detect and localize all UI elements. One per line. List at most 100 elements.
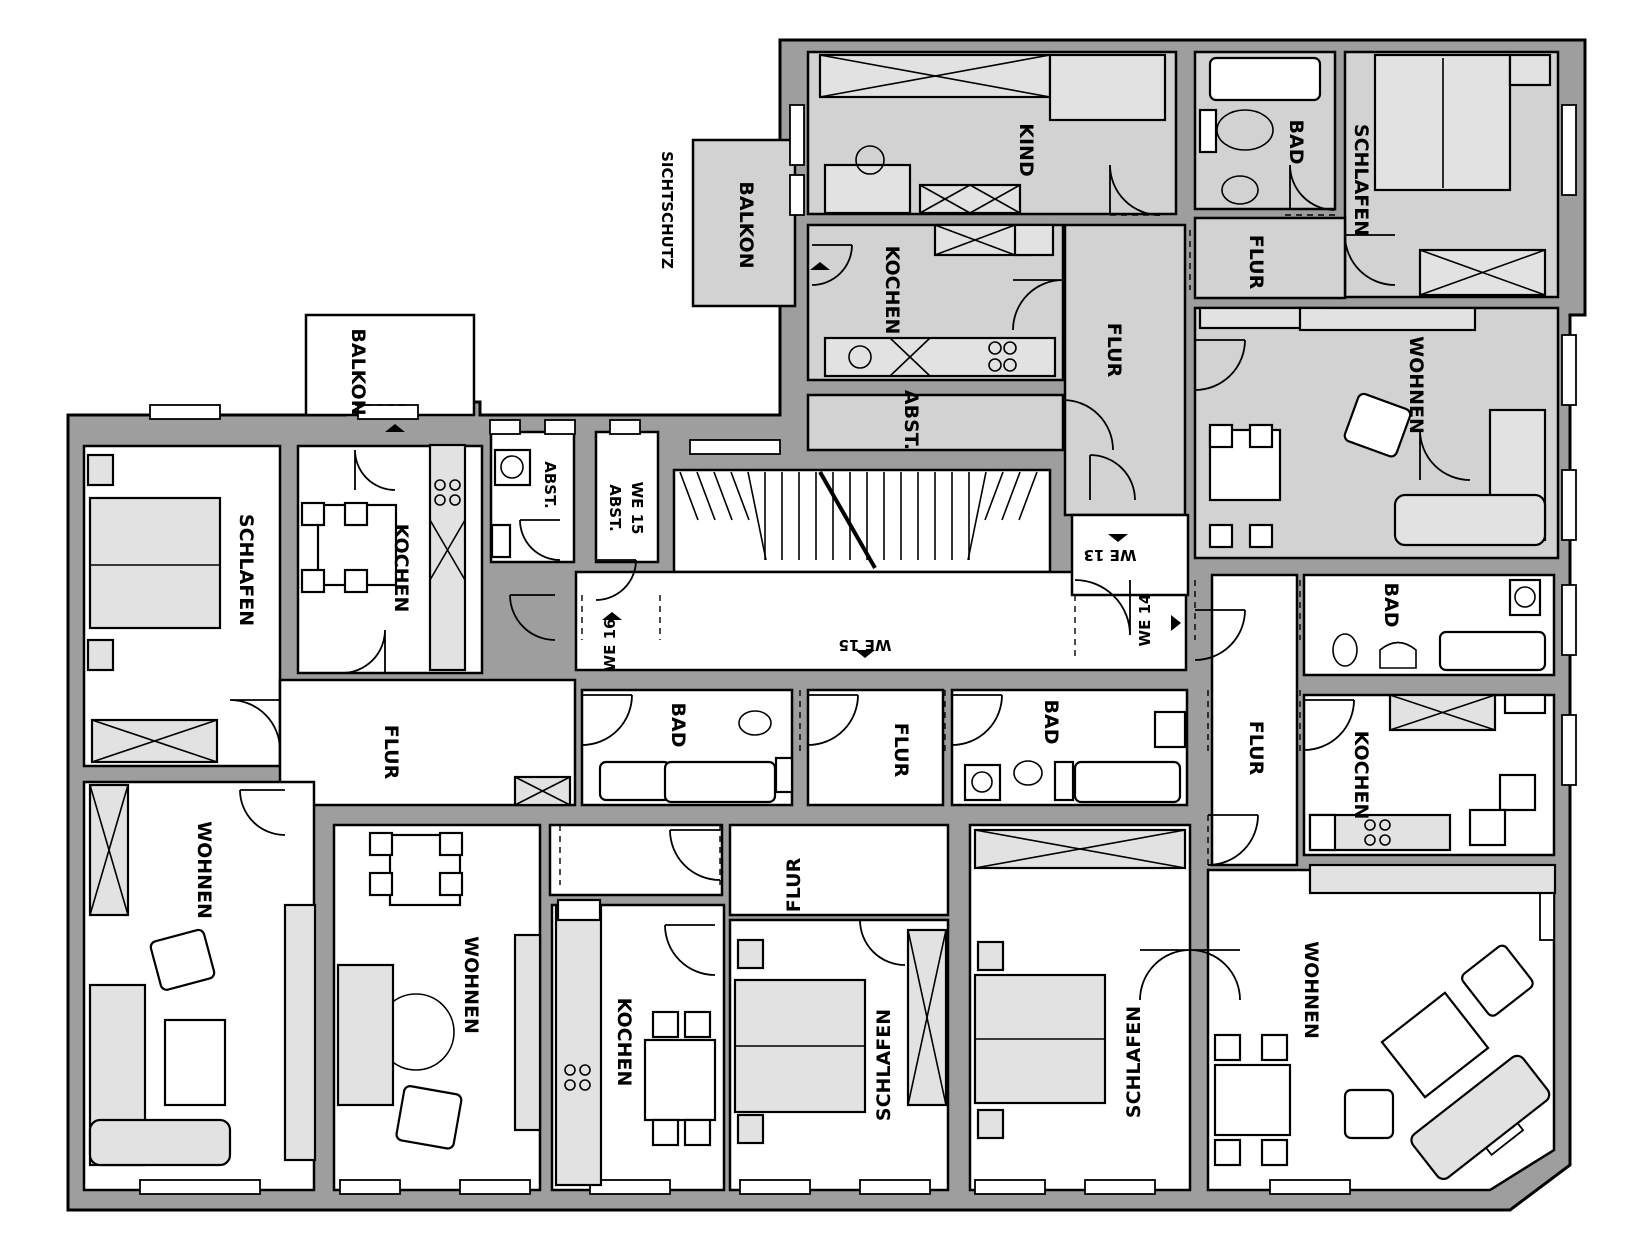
label-kochen-left: KOCHEN xyxy=(390,524,412,613)
schlafen-left-nightstand-1 xyxy=(86,453,115,487)
kind-bed xyxy=(1048,53,1167,122)
label-abst-upper: ABST. xyxy=(900,390,922,450)
stair-step xyxy=(984,471,1004,521)
bad-cl-sv-box xyxy=(774,756,794,794)
bad-cl-tub xyxy=(663,760,777,804)
kochen-left-counter xyxy=(428,443,467,672)
label-abst-we15-2: WE 15 xyxy=(628,482,646,535)
bad-top-bathtub xyxy=(1208,56,1322,102)
room-flur-top-center xyxy=(1063,223,1187,517)
label-sichtschutz: SICHTSCHUTZ xyxy=(658,151,676,269)
bad-cr-tub xyxy=(1073,760,1182,804)
wohnen-lr-shelf xyxy=(1308,863,1557,895)
label-abst-left: ABST. xyxy=(541,461,559,509)
room-abst-upper xyxy=(806,393,1065,452)
stair-step xyxy=(967,471,987,561)
wohnen-ru-armchair xyxy=(1343,392,1412,458)
stair-step xyxy=(1018,471,1038,521)
wohnen-cl-sofa xyxy=(336,963,395,1107)
label-flur-right-mid: FLUR xyxy=(1245,721,1267,776)
label-flur-top-center: FLUR xyxy=(1103,323,1125,378)
bad-right-sink xyxy=(1379,641,1417,669)
label-balkon-upper: BALKON xyxy=(735,181,757,268)
wohnen-lr-dining-table xyxy=(1213,1063,1292,1137)
stair-step xyxy=(679,471,699,521)
label-flur-center: FLUR xyxy=(890,723,912,778)
label-kind: KIND xyxy=(1015,123,1037,176)
label-wohnen-left: WOHNEN xyxy=(193,821,215,919)
room-flur-top-right xyxy=(1193,216,1347,300)
room-abst-we15 xyxy=(594,430,660,564)
label-we14: WE 14 xyxy=(1136,594,1154,647)
bad-cr-sv-box xyxy=(1053,760,1075,802)
label-flur-top-right: FLUR xyxy=(1245,235,1267,290)
label-schlafen-left: SCHLAFEN xyxy=(235,514,257,626)
balcony-left xyxy=(304,313,476,417)
label-bad-top: BAD xyxy=(1285,120,1307,165)
kind-chair xyxy=(855,145,885,175)
schlafen-top-nightstand xyxy=(1508,53,1552,87)
wohnen-ru-sofa xyxy=(1393,493,1547,547)
wohnen-lr-armchair-1 xyxy=(1461,944,1534,1017)
label-flur-lower-center: FLUR xyxy=(783,857,805,912)
label-we13: WE 13 xyxy=(1084,546,1137,564)
wohnen-left-cabinet xyxy=(283,903,317,1162)
stair-step xyxy=(730,471,750,521)
room-labels: KIND BAD SCHLAFEN BALKON SICHTSCHUTZ KOC… xyxy=(193,120,1427,1122)
kochen-right-chair xyxy=(1498,773,1537,812)
balcony-upper xyxy=(691,138,797,308)
bad-right-toilet xyxy=(1332,633,1358,667)
bad-cr-toilet xyxy=(1013,760,1043,786)
label-wohnen-lower-right: WOHNEN xyxy=(1300,941,1322,1039)
schlafen-left-nightstand-2 xyxy=(86,638,115,672)
label-bad-right-mid: BAD xyxy=(1380,583,1402,628)
label-we16: WE 16 xyxy=(601,619,619,672)
label-abst-we15-1: ABST. xyxy=(606,484,624,532)
label-we15: WE 15 xyxy=(839,636,892,654)
abst-left-sv-box xyxy=(490,523,512,559)
bad-cl-sink xyxy=(598,760,672,802)
kochen-top-counter xyxy=(823,336,1057,378)
staircase-steps xyxy=(679,471,1038,569)
kochen-right-sv xyxy=(1503,693,1547,715)
stair-step xyxy=(713,471,733,521)
label-kochen-lower: KOCHEN xyxy=(613,998,635,1087)
wohnen-left-table xyxy=(163,1018,227,1107)
label-wohnen-right-upper: WOHNEN xyxy=(1405,336,1427,434)
bad-cr-boiler xyxy=(963,763,1002,802)
kochen-top-fridge xyxy=(1013,223,1055,257)
label-kochen-top: KOCHEN xyxy=(881,246,903,335)
kochen-lower-counter xyxy=(554,903,603,1187)
stair-step xyxy=(696,471,716,521)
kind-desk xyxy=(823,163,912,215)
thresholds xyxy=(279,214,1346,1000)
arrows xyxy=(385,262,1181,658)
bad-cr-sink xyxy=(1153,710,1187,749)
kochen-lower-table xyxy=(643,1038,717,1122)
wohnen-cl-armchair xyxy=(395,1085,463,1150)
stair-step xyxy=(747,471,767,561)
bad-top-toilet xyxy=(1221,175,1259,205)
schlafen-left-bed xyxy=(88,496,222,630)
stair-step xyxy=(1001,471,1021,521)
bad-right-tub xyxy=(1438,630,1547,672)
bad-cl-toilet xyxy=(738,710,772,736)
label-balkon-left: BALKON xyxy=(347,328,369,415)
label-schlafen-lower-center: SCHLAFEN xyxy=(873,1009,895,1121)
furniture xyxy=(86,53,1557,1187)
staircase xyxy=(672,468,1052,574)
wohnen-left-sofa-bottom xyxy=(88,1118,232,1167)
wohnen-cl-cabinet xyxy=(513,933,542,1132)
doors xyxy=(229,164,1471,1001)
room-flur-lower-connector xyxy=(548,823,724,897)
bad-top-sv-box xyxy=(1198,108,1218,154)
room-flur-center xyxy=(806,688,945,807)
windows xyxy=(139,104,1577,1195)
room-flur-right-mid xyxy=(1210,573,1299,867)
label-flur-left: FLUR xyxy=(380,725,402,780)
label-bad-center-right: BAD xyxy=(1040,700,1062,745)
label-schlafen-top-right: SCHLAFEN xyxy=(1350,124,1372,236)
wohnen-lr-coffee-table xyxy=(1380,991,1490,1099)
kind-shelf xyxy=(918,183,1022,215)
